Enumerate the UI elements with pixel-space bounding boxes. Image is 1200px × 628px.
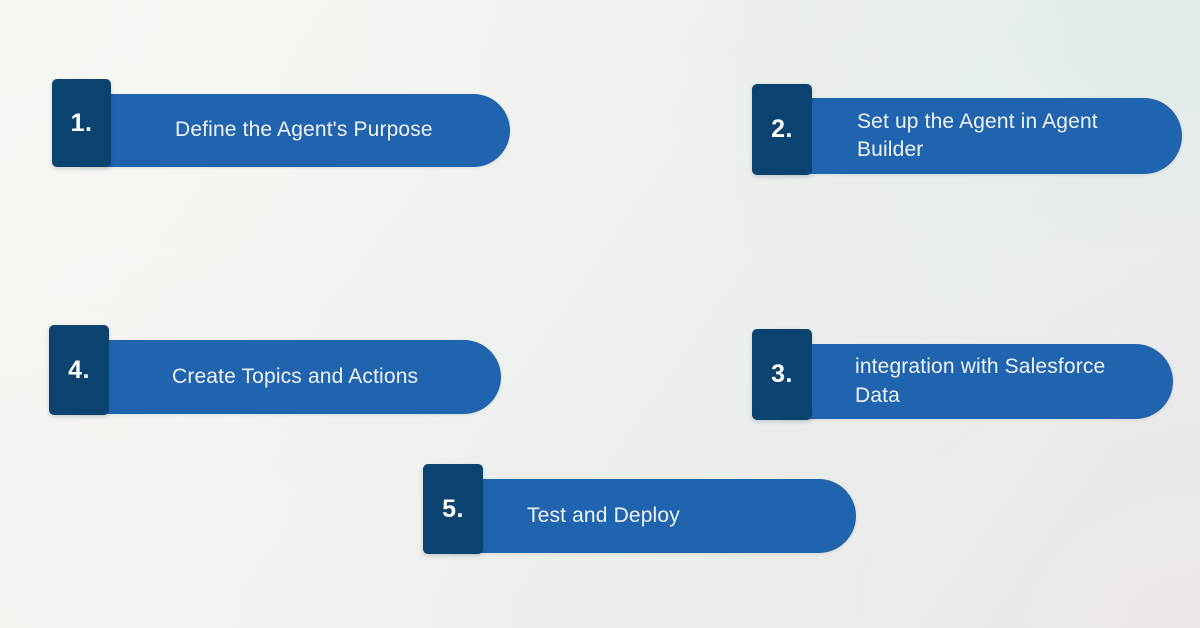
step-number-block-2: 2.	[752, 84, 812, 175]
step-bar-2: Set up the Agent in Agent Builder	[781, 98, 1182, 174]
step-label-3: integration with Salesforce Data	[855, 355, 1106, 407]
step-number-3: 3.	[771, 360, 793, 388]
step-label-1: Define the Agent's Purpose	[175, 118, 433, 142]
step-bar-4: Create Topics and Actions	[78, 340, 501, 414]
step-label-5: Test and Deploy	[527, 503, 680, 527]
step-number-block-5: 5.	[423, 464, 483, 554]
step-label-2: Set up the Agent in Agent Builder	[857, 109, 1098, 161]
step-number-4: 4.	[68, 355, 90, 384]
step-number-block-4: 4.	[49, 325, 109, 415]
step-bar-3: integration with Salesforce Data	[781, 344, 1173, 419]
step-number-5: 5.	[442, 494, 464, 523]
step-number-2: 2.	[771, 115, 793, 143]
step-bar-5: Test and Deploy	[452, 479, 856, 553]
step-number-block-1: 1.	[52, 79, 111, 167]
step-number-1: 1.	[70, 108, 93, 137]
step-number-block-3: 3.	[752, 329, 812, 420]
step-bar-1: Define the Agent's Purpose	[81, 94, 510, 167]
step-label-4: Create Topics and Actions	[172, 364, 419, 388]
